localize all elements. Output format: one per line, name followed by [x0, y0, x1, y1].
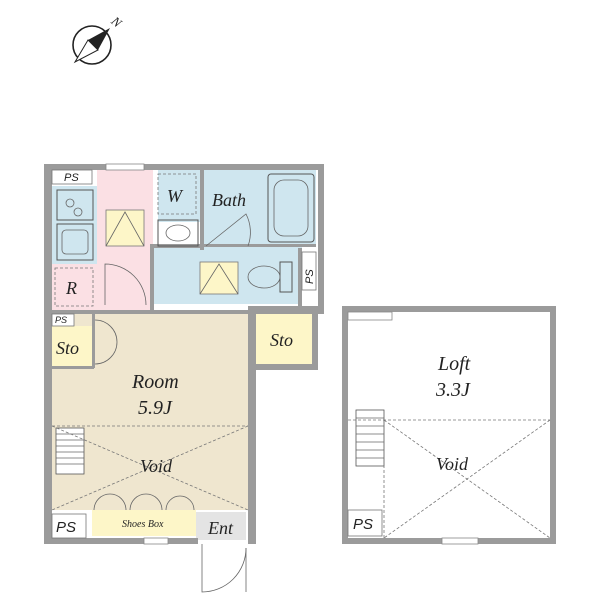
- shoes-box-label: Shoes Box: [122, 519, 164, 530]
- pipe-space-label: PS: [304, 269, 316, 284]
- room-label: Room: [131, 371, 179, 393]
- ladder-icon: [355, 409, 385, 467]
- loft-size-label: 3.3J: [435, 379, 471, 401]
- bath-area: [204, 170, 316, 246]
- refrigerator-label: R: [65, 278, 77, 298]
- shoes-box-area: [92, 510, 196, 536]
- north-arrow-icon: [72, 25, 112, 65]
- loft-void-label: Void: [436, 454, 469, 474]
- void-label: Void: [140, 456, 173, 476]
- main-unit: [44, 163, 324, 593]
- entrance-label: Ent: [207, 518, 234, 538]
- entrance-area: [196, 512, 246, 540]
- storage-left-area: [52, 326, 92, 366]
- storage-right-label: Sto: [270, 330, 293, 350]
- fridge-area: [52, 264, 97, 312]
- kitchen-area: [52, 186, 97, 264]
- pipe-space-label: PS: [64, 172, 79, 184]
- pipe-space-label: PS: [55, 315, 67, 325]
- bath-label: Bath: [212, 190, 246, 210]
- washer-label: W: [167, 186, 184, 206]
- loft-label: Loft: [437, 353, 471, 375]
- compass-north-label: N: [108, 13, 126, 32]
- storage-left-label: Sto: [56, 338, 79, 358]
- ladder-icon: [55, 427, 85, 475]
- room-size-label: 5.9J: [138, 397, 173, 419]
- pipe-space-label: PS: [56, 519, 76, 536]
- storage-right-area: [256, 314, 314, 364]
- loft-unit: [342, 306, 556, 545]
- loft-pipe-space-label: PS: [353, 516, 373, 533]
